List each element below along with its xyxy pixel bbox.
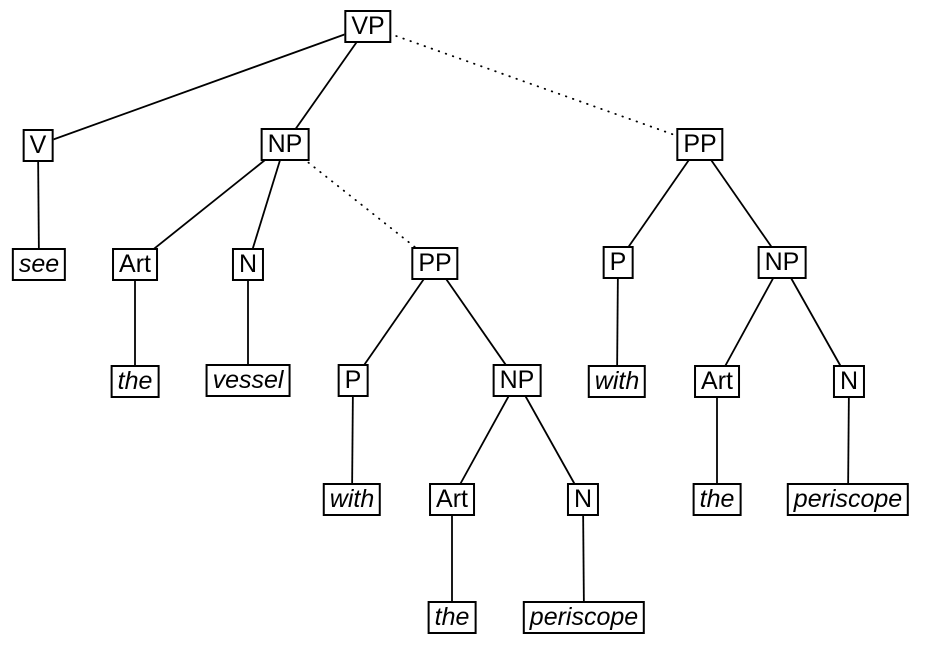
- leaf-see: see: [11, 248, 67, 281]
- node-pp-noun-attach: PP: [411, 247, 459, 280]
- node-art-verb-pp: Art: [694, 365, 740, 398]
- node-art-object: Art: [112, 248, 158, 281]
- edge-vp-np-obj: [284, 25, 369, 145]
- leaf-with-noun-pp: with: [322, 483, 382, 516]
- edge-np-verb-art: [716, 261, 783, 382]
- edge-vp-pp-verb-dotted: [367, 25, 701, 145]
- leaf-with-verb-pp: with: [587, 365, 647, 398]
- node-n-object: N: [231, 248, 265, 281]
- edge-vp-v: [37, 25, 369, 146]
- leaf-periscope-verb-pp: periscope: [786, 483, 910, 516]
- node-np-object: NP: [260, 128, 310, 161]
- edge-pp-verb-np: [699, 143, 783, 263]
- node-p-verb-pp: P: [602, 246, 634, 279]
- leaf-periscope-noun-pp: periscope: [522, 601, 646, 634]
- node-vp: VP: [344, 10, 392, 43]
- node-v: V: [22, 129, 54, 162]
- leaf-vessel: vessel: [205, 364, 291, 397]
- node-art-noun-pp: Art: [429, 483, 475, 516]
- node-n-noun-pp: N: [566, 483, 600, 516]
- node-np-verb-pp: NP: [757, 246, 807, 279]
- edge-pp-verb-p: [617, 143, 701, 263]
- node-p-noun-pp: P: [337, 364, 369, 397]
- edge-pp-noun-np: [434, 262, 518, 382]
- edge-p-noun-with: [351, 380, 354, 500]
- node-pp-verb-attach: PP: [676, 128, 724, 161]
- edge-n-verb-periscope: [847, 380, 850, 500]
- node-n-verb-pp: N: [832, 365, 866, 398]
- edge-np-obj-art: [134, 143, 286, 265]
- edge-v-see: [37, 144, 40, 265]
- edge-p-verb-with: [616, 261, 619, 382]
- edge-np-obj-pp-noun-dotted: [284, 143, 436, 264]
- edge-np-noun-art: [451, 380, 518, 500]
- leaf-the-noun-pp: the: [427, 601, 477, 634]
- edge-n-noun-periscope: [582, 498, 585, 618]
- edge-np-verb-n: [781, 261, 850, 382]
- leaf-the-verb-pp: the: [692, 483, 742, 516]
- edge-np-noun-n: [516, 380, 584, 500]
- edge-np-obj-n: [247, 143, 286, 265]
- leaf-the-object: the: [110, 365, 160, 398]
- node-np-noun-pp: NP: [492, 364, 542, 397]
- edge-pp-noun-p: [352, 262, 436, 382]
